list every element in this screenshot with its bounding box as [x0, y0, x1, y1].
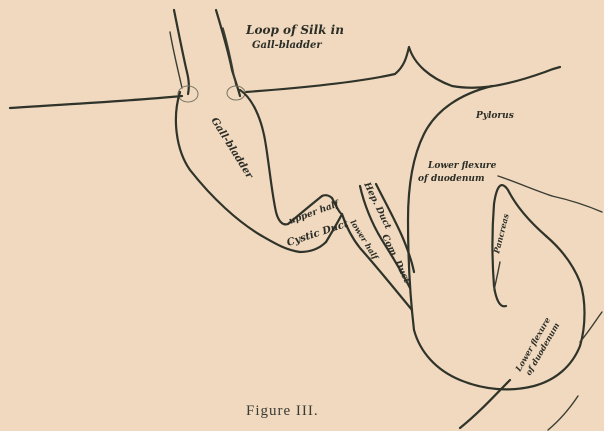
gall-bladder-inner-wall — [240, 90, 322, 224]
label-gall-bladder: Gall-bladder — [208, 116, 255, 182]
cystic-duct-upper-wall — [322, 195, 332, 198]
silk-loop-left-strand — [174, 10, 189, 94]
figure-caption: Figure III. — [246, 403, 319, 419]
silk-loop-right-strand — [216, 10, 240, 96]
right-edge-strand — [552, 196, 602, 212]
label-loop-of-silk-2: Gall-bladder — [252, 40, 322, 51]
label-lower-flexure-upper-2: of duodenum — [418, 174, 484, 184]
liver-margin-line — [10, 47, 560, 108]
label-lower-flexure-upper-1: Lower flexure — [427, 161, 497, 171]
label-pylorus: Pylorus — [475, 111, 514, 121]
label-loop-of-silk-1: Loop of Silk in — [245, 23, 344, 37]
lower-right-strand-c — [548, 396, 578, 430]
